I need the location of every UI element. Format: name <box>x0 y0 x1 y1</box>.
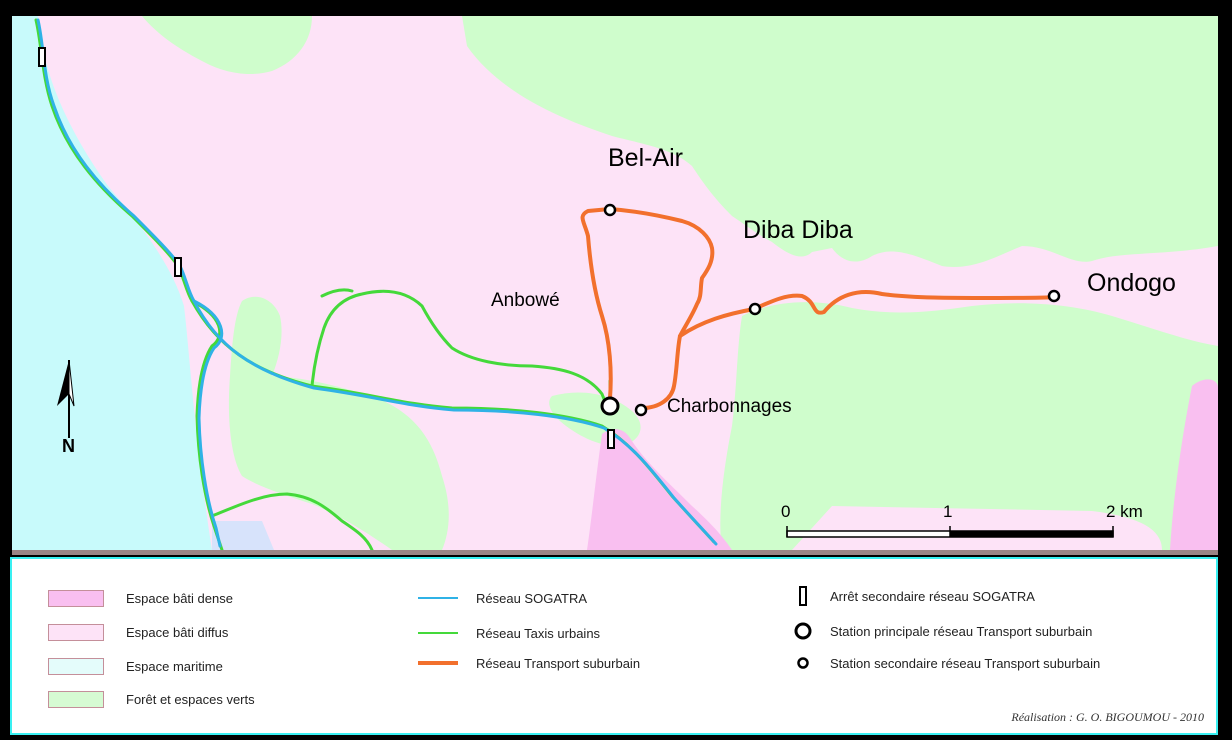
legend-line-symbol <box>418 632 458 634</box>
legend-swatch <box>48 623 104 641</box>
sogatra-network <box>36 18 718 548</box>
legend-label: Réseau Transport suburbain <box>476 655 641 671</box>
scale-tick-2: 2 km <box>1106 502 1143 521</box>
forest-area <box>462 16 1218 267</box>
legend-swatch <box>48 690 104 708</box>
legend-item-maritime: Espace maritime <box>48 655 223 677</box>
secondary-station-icon <box>1047 289 1061 303</box>
legend: Espace bâti dense Espace bâti diffus Esp… <box>10 557 1218 735</box>
legend-item-secondary-station: Station secondaire réseau Transport subu… <box>792 652 1100 674</box>
legend-label: Espace bâti dense <box>126 590 233 606</box>
dense-built-area <box>212 521 274 550</box>
main-station-icon <box>792 621 814 641</box>
legend-item-taxis: Réseau Taxis urbains <box>418 622 600 644</box>
suburban-line <box>580 207 715 410</box>
place-label-ondogo: Ondogo <box>1087 269 1176 297</box>
place-label-bel-air: Bel-Air <box>608 144 684 172</box>
secondary-station-icon <box>603 203 617 217</box>
bus-stop-icon <box>174 257 182 277</box>
sogatra-line <box>36 18 718 546</box>
legend-label: Réseau Taxis urbains <box>476 625 601 641</box>
maritime-area <box>12 16 212 550</box>
legend-swatch <box>48 589 104 607</box>
legend-item-sogatra-stop: Arrêt secondaire réseau SOGATRA <box>792 585 1035 607</box>
scale-bar <box>786 526 1114 538</box>
legend-label: Forêt et espaces verts <box>126 691 255 707</box>
secondary-station-icon <box>748 302 762 316</box>
scale-tick-0: 0 <box>781 502 791 521</box>
taxi-line <box>210 492 374 550</box>
forest-area <box>228 296 449 550</box>
legend-item-suburban: Réseau Transport suburbain <box>418 652 640 674</box>
legend-item-main-station: Station principale réseau Transport subu… <box>792 620 1092 642</box>
legend-item-forest: Forêt et espaces verts <box>48 688 255 710</box>
taxi-line <box>320 288 354 298</box>
legend-line-symbol <box>418 661 458 665</box>
scale-tick-1: 1 <box>943 502 953 521</box>
legend-label: Espace maritime <box>126 658 223 674</box>
north-label: N <box>62 436 75 456</box>
map-area: Bel-Air Diba Diba Ondogo Anbowé Charbonn… <box>12 16 1218 550</box>
main-station-icon <box>600 396 620 416</box>
place-label-diba-diba: Diba Diba <box>743 216 853 244</box>
map-legend-separator <box>12 550 1218 555</box>
legend-line-symbol <box>418 597 458 599</box>
taxi-line <box>310 289 612 416</box>
forest-areas <box>142 16 1218 550</box>
legend-label: Arrêt secondaire réseau SOGATRA <box>830 588 1035 604</box>
place-label-anbowe: Anbowé <box>491 290 560 311</box>
legend-item-dense-built: Espace bâti dense <box>48 587 233 609</box>
map-canvas <box>12 16 1218 550</box>
sogatra-stops <box>38 47 615 449</box>
credit-text: Réalisation : G. O. BIGOUMOU - 2010 <box>1011 710 1204 724</box>
secondary-station-icon <box>634 403 648 417</box>
legend-label: Réseau SOGATRA <box>476 590 588 606</box>
dense-built-area <box>1170 379 1218 550</box>
bus-stop-icon <box>607 429 615 449</box>
legend-item-diffuse-built: Espace bâti diffus <box>48 621 228 643</box>
forest-area <box>142 16 312 75</box>
place-label-charbonnages: Charbonnages <box>667 396 792 417</box>
legend-label: Station principale réseau Transport subu… <box>830 623 1093 639</box>
legend-swatch <box>48 657 104 675</box>
bus-stop-icon <box>792 586 814 606</box>
legend-label: Espace bâti diffus <box>126 624 229 640</box>
secondary-station-icon <box>792 656 814 670</box>
bus-stop-icon <box>38 47 46 67</box>
north-arrow-icon <box>57 359 75 438</box>
sogatra-line <box>192 299 224 548</box>
legend-item-sogatra: Réseau SOGATRA <box>418 587 587 609</box>
forest-area <box>720 302 1218 550</box>
suburban-stations <box>600 203 1061 417</box>
legend-label: Station secondaire réseau Transport subu… <box>830 655 1101 671</box>
